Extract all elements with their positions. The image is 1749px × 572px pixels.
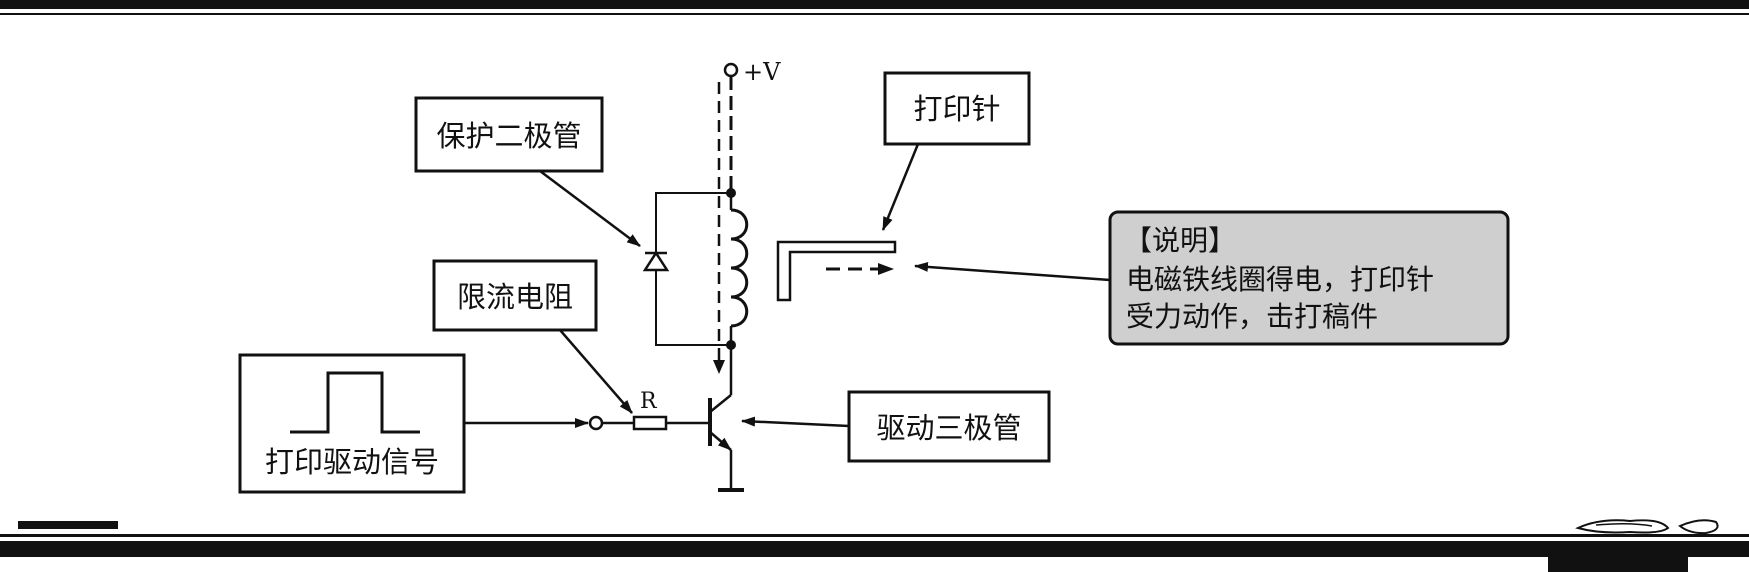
- diode-label: 保护二极管: [436, 119, 581, 153]
- bottom-border-tab: [1548, 555, 1688, 572]
- pin-pointer-arrow: [881, 143, 920, 231]
- note-title: 【说明】: [1124, 224, 1236, 257]
- pin-label-box: [883, 71, 1031, 146]
- bottom-border-thin: [0, 534, 1749, 537]
- signal-box: [238, 353, 466, 494]
- footer-mark: [18, 521, 118, 529]
- pulse-waveform-icon: [290, 371, 420, 434]
- pin-label: 打印针: [913, 92, 1000, 126]
- supply-terminal: [723, 62, 739, 78]
- current-direction-arrow: [713, 360, 725, 374]
- signal-label: 打印驱动信号: [265, 445, 439, 479]
- note-box: [1108, 210, 1510, 346]
- note-pointer-arrow: [914, 261, 1111, 282]
- resistor-pointer-arrow: [559, 329, 633, 414]
- diode-pointer-arrow: [539, 170, 641, 247]
- scroll-decoration-icon: [1575, 519, 1719, 535]
- pin-motion-arrow: [878, 263, 894, 275]
- transistor-label: 驱动三极管: [876, 411, 1021, 445]
- transistor-collector: [709, 394, 732, 413]
- diode-label-box: [414, 96, 604, 173]
- note-line-2: 受力动作，击打稿件: [1126, 300, 1378, 333]
- print-pin: [776, 240, 897, 302]
- bottom-border-thick: [0, 541, 1749, 557]
- top-border-thin: [0, 13, 1749, 15]
- input-terminal: [588, 415, 604, 431]
- resistor-symbol-label: R: [640, 389, 658, 414]
- resistor-label-box: [432, 259, 598, 332]
- supply-label: +V: [743, 58, 781, 86]
- resistor-symbol: [632, 415, 668, 431]
- top-border-thick: [0, 0, 1749, 9]
- transistor-label-box: [847, 390, 1051, 463]
- transistor-emitter: [709, 431, 732, 451]
- diode-symbol: [642, 250, 670, 272]
- transistor-pointer-arrow: [741, 416, 850, 428]
- note-line-1: 电磁铁线圈得电，打印针: [1126, 263, 1434, 296]
- resistor-label: 限流电阻: [457, 280, 573, 314]
- solenoid-coil: [730, 208, 749, 328]
